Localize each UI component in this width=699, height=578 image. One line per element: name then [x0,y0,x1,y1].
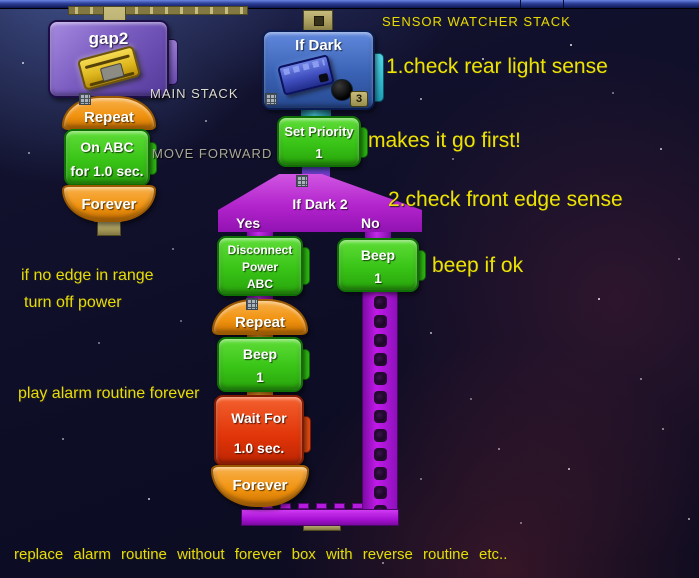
forever-label: Forever [232,477,288,494]
lego-connector-bottom-left [97,220,121,236]
repeat-label: Repeat [83,109,135,126]
on-abc-duration: for 1.0 sec. [70,163,144,179]
beep-ok-tab [417,250,426,281]
beep-label: Beep [242,346,278,362]
sensor-watcher-caption: SENSOR WATCHER STACK [382,14,571,29]
sensor-port-dot [331,79,353,101]
forever-block-alarm[interactable]: Forever [211,465,309,507]
lego-beam-horizontal [68,6,248,15]
beep-alarm-tab [301,349,310,380]
rcx-brick-icon [76,45,142,91]
repeat-block-main[interactable]: Repeat [62,96,156,130]
repeat-label: Repeat [234,314,286,331]
set-priority-value: 1 [315,146,323,161]
disconnect-tab [301,247,310,285]
lego-beam-purple-vertical [362,289,398,521]
set-priority-block[interactable]: Set Priority 1 [277,116,361,167]
on-abc-label: On ABC [80,139,134,155]
wait-for-duration: 1.0 sec. [233,440,285,456]
repeat-block-alarm[interactable]: Repeat [212,299,308,335]
forever-label: Forever [81,196,137,213]
on-abc-block[interactable]: On ABC for 1.0 sec. [64,129,150,186]
annotation-bottom-note: replace alarm routine without forever bo… [14,546,508,563]
annotation-beep-ok: beep if ok [432,254,524,277]
set-priority-label: Set Priority [284,124,354,139]
annotation-makes-first: makes it go first! [368,129,521,152]
no-branch-label: No [361,215,380,231]
disconnect-power-label: Power [241,260,278,274]
grid-icon [79,93,91,105]
if-dark-label: If Dark [295,37,342,54]
forever-block-main[interactable]: Forever [62,185,156,222]
disconnect-label: Disconnect [227,243,293,257]
annotation-no-edge: if no edge in range [21,267,154,284]
lego-connector-top [303,10,333,33]
beep-label: Beep [360,247,396,263]
disconnect-abc-label: ABC [247,277,273,291]
beep-count: 1 [374,270,382,286]
annotation-play-alarm: play alarm routine forever [18,385,200,402]
disconnect-power-block[interactable]: Disconnect Power ABC [217,236,303,296]
grid-icon [296,175,308,187]
on-abc-tab [148,142,157,175]
light-sensor-icon [277,54,335,96]
annotation-check-front: 2.check front edge sense [388,188,623,211]
priority-badge: 3 [350,91,368,107]
lego-beam-purple-horizontal [241,509,399,526]
yes-branch-label: Yes [236,215,261,231]
beep-count: 1 [256,369,264,385]
wait-for-label: Wait For [231,410,287,426]
annotation-check-rear: 1.check rear light sense [386,55,608,78]
move-forward-caption: MOVE FORWARD [152,146,273,161]
grid-icon [246,298,258,310]
main-stack-caption: MAIN STACK [150,86,239,101]
gap2-label: gap2 [88,29,129,48]
beep-block-ok[interactable]: Beep 1 [337,238,419,292]
annotation-turn-off: turn off power [24,294,122,311]
beep-block-alarm[interactable]: Beep 1 [217,337,303,392]
set-priority-tab [359,127,368,158]
window-top-bar [0,0,699,9]
if-dark-2-label: If Dark 2 [292,196,348,212]
wait-for-block[interactable]: Wait For 1.0 sec. [214,395,304,466]
grid-icon [265,93,277,105]
wait-for-tab [302,416,311,453]
